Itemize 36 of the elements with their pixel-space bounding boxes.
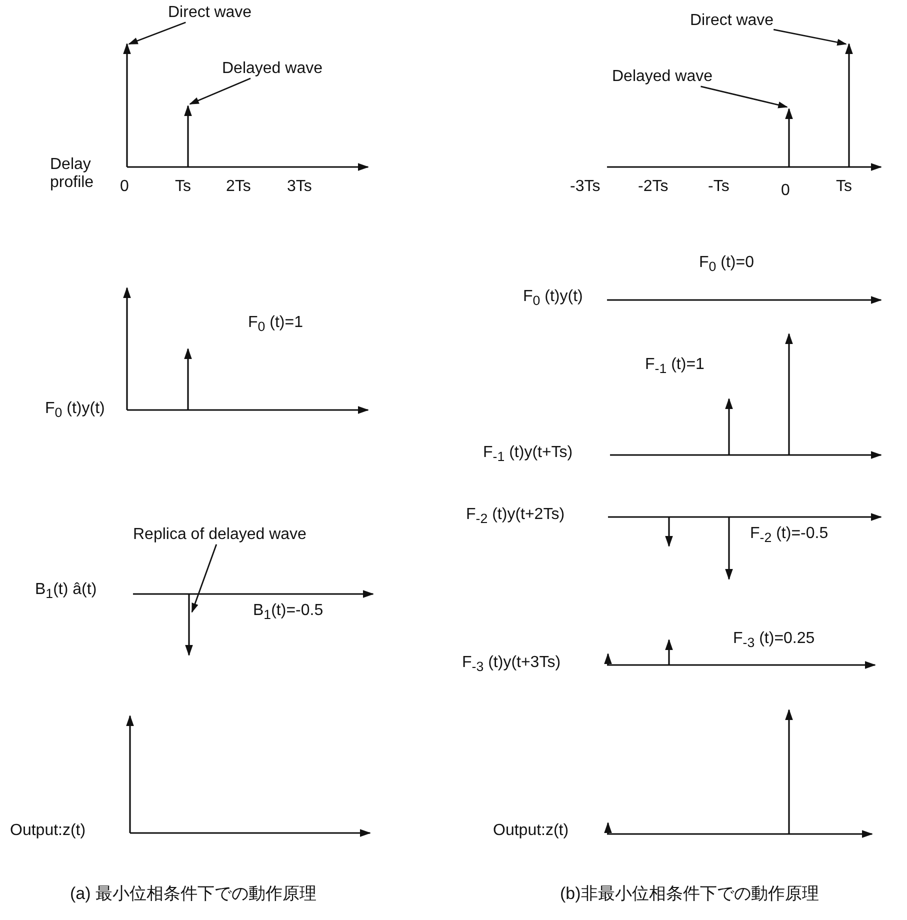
signal-label: Output:z(t) [493, 822, 569, 840]
callout-label: Direct wave [690, 12, 774, 30]
coefficient-label: F$_{-3}$ (t)=0.25 [733, 630, 815, 650]
tick-label: Ts [175, 178, 191, 196]
signal-label: F$_{-3}$ (t)y(t+3Ts) [462, 654, 561, 674]
caption: (a) 最小位相条件下での動作原理 [70, 884, 316, 904]
caption: (b)非最小位相条件下での動作原理 [560, 884, 819, 904]
coefficient-label: F$_{-2}$ (t)=-0.5 [750, 525, 828, 546]
tick-label: 3Ts [287, 178, 312, 196]
signal-label: Output:z(t) [10, 822, 86, 840]
tick-label: Ts [836, 178, 852, 196]
callout-label: Replica of delayed wave [133, 526, 306, 544]
tick-label: 0 [120, 178, 129, 196]
tick-label: -Ts [708, 178, 730, 196]
leader-line [773, 28, 847, 46]
tick-label: -2Ts [638, 178, 668, 196]
leader-line [700, 86, 788, 108]
signal-label: F$_{0}$ (t)y(t) [45, 400, 105, 420]
tick-label: -3Ts [570, 178, 600, 196]
coefficient-label: F$_{-1}$ (t)=1 [645, 356, 704, 376]
coefficient-label: F$_{0}$ (t)=0 [699, 254, 754, 274]
signal-label: F$_{-2}$ (t)y(t+2Ts) [466, 506, 565, 526]
axis-title: Delay profile [50, 156, 95, 193]
leader-line [128, 22, 186, 45]
coefficient-label: F$_{0}$ (t)=1 [248, 314, 303, 334]
tick-label: 0 [781, 182, 790, 200]
signal-label: B$_{1}$(t) â(t) [35, 581, 97, 602]
signal-label: F$_{-1}$ (t)y(t+Ts) [483, 444, 573, 464]
callout-label: Delayed wave [222, 60, 322, 78]
callout-label: Direct wave [168, 4, 252, 22]
callout-label: Delayed wave [612, 68, 712, 86]
coefficient-label: B$_{1}$(t)=-0.5 [253, 602, 324, 622]
signal-label: F$_{0}$ (t)y(t) [523, 288, 583, 308]
leader-line [191, 544, 218, 613]
tick-label: 2Ts [226, 178, 251, 196]
leader-line [189, 78, 251, 105]
